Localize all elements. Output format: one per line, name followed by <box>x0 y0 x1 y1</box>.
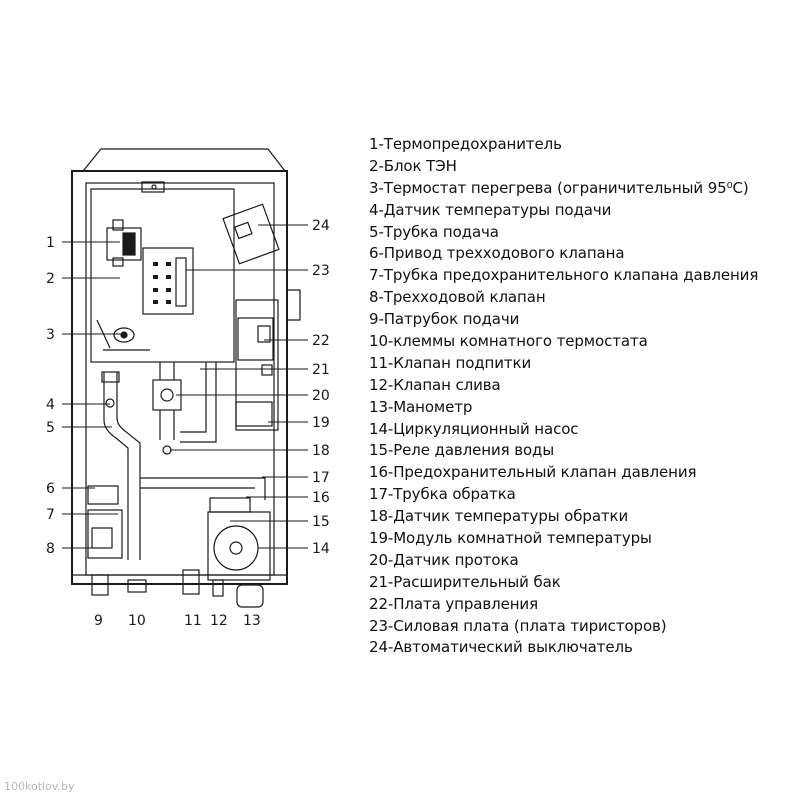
callout-13: 13 <box>243 613 261 629</box>
callout-15: 15 <box>312 514 330 530</box>
legend-item-9: 9-Патрубок подачи <box>369 310 520 329</box>
legend-item-11: 11-Клапан подпитки <box>369 353 532 372</box>
legend-item-23: 23-Силовая плата (плата тиристоров) <box>369 616 667 635</box>
callout-23: 23 <box>312 263 330 279</box>
legend-item-17: 17-Трубка обратка <box>369 485 516 504</box>
callout-12: 12 <box>210 613 228 629</box>
pump-motor <box>213 525 259 571</box>
heater-plate <box>90 188 235 363</box>
legend-item-4: 4-Датчик температуры подачи <box>369 200 612 219</box>
circuit-breaker <box>222 203 280 265</box>
legend-item-15: 15-Реле давления воды <box>369 441 555 460</box>
callout-22: 22 <box>312 333 330 349</box>
legend-item-8: 8-Трехходовой клапан <box>369 288 546 307</box>
legend-item-7: 7-Трубка предохранительного клапана давл… <box>369 266 759 285</box>
callout-21: 21 <box>312 362 330 378</box>
room-temp-module <box>235 401 273 427</box>
callout-11: 11 <box>184 613 202 629</box>
legend-item-14: 14-Циркуляционный насос <box>369 419 579 438</box>
legend-item-16: 16-Предохранительный клапан давления <box>369 463 697 482</box>
three-way-valve <box>87 509 123 559</box>
callout-3: 3 <box>46 327 55 343</box>
flow-pipe <box>103 372 129 560</box>
legend-item-20: 20-Датчик протока <box>369 550 519 569</box>
boiler-top-cap <box>82 148 286 172</box>
valve-actuator <box>87 485 119 505</box>
legend-item-24: 24-Автоматический выключатель <box>369 638 633 657</box>
legend-item-6: 6-Привод трехходового клапана <box>369 244 625 263</box>
watermark: 100kotlov.by <box>4 780 75 793</box>
legend-item-1: 1-Термопредохранитель <box>369 135 562 153</box>
flow-outlet-pipe <box>91 574 109 596</box>
return-pipe <box>180 362 217 443</box>
legend-item-19: 19-Модуль комнатной температуры <box>369 529 652 548</box>
callout-9: 9 <box>94 613 103 629</box>
thermostat-terminals <box>127 579 147 593</box>
callout-1: 1 <box>46 235 55 251</box>
legend-item-5: 5-Трубка подача <box>369 222 499 241</box>
legend-item-3: 3-Термостат перегрева (ограничительный 9… <box>369 178 749 197</box>
legend-item-12: 12-Клапан слива <box>369 375 501 394</box>
overheat-thermostat <box>113 327 135 343</box>
callout-24: 24 <box>312 218 330 234</box>
makeup-valve <box>182 569 200 595</box>
expansion-tank <box>235 299 279 431</box>
legend-item-2: 2-Блок ТЭН <box>369 156 457 175</box>
legend-item-18: 18-Датчик температуры обратки <box>369 507 629 526</box>
legend: 1-Термопредохранитель 2-Блок ТЭН 3-Термо… <box>369 134 758 659</box>
power-board <box>142 247 194 315</box>
callout-5: 5 <box>46 420 55 436</box>
callout-2: 2 <box>46 271 55 287</box>
thermal-fuse <box>106 227 142 261</box>
callout-6: 6 <box>46 481 55 497</box>
drain-valve <box>212 579 224 597</box>
callout-8: 8 <box>46 541 55 557</box>
legend-item-10: 10-клеммы комнатного термостата <box>369 332 648 351</box>
callout-14: 14 <box>312 541 330 557</box>
boiler-housing <box>71 170 288 585</box>
callout-4: 4 <box>46 397 55 413</box>
callout-16: 16 <box>312 490 330 506</box>
callout-19: 19 <box>312 415 330 431</box>
control-board <box>237 317 274 361</box>
manometer <box>236 584 264 608</box>
callout-7: 7 <box>46 507 55 523</box>
callout-17: 17 <box>312 470 330 486</box>
legend-item-22: 22-Плата управления <box>369 594 538 613</box>
return-temp-sensor <box>162 445 172 455</box>
callout-10: 10 <box>128 613 146 629</box>
callout-20: 20 <box>312 388 330 404</box>
legend-item-13: 13-Манометр <box>369 397 473 416</box>
legend-item-21: 21-Расширительный бак <box>369 572 561 591</box>
callout-18: 18 <box>312 443 330 459</box>
